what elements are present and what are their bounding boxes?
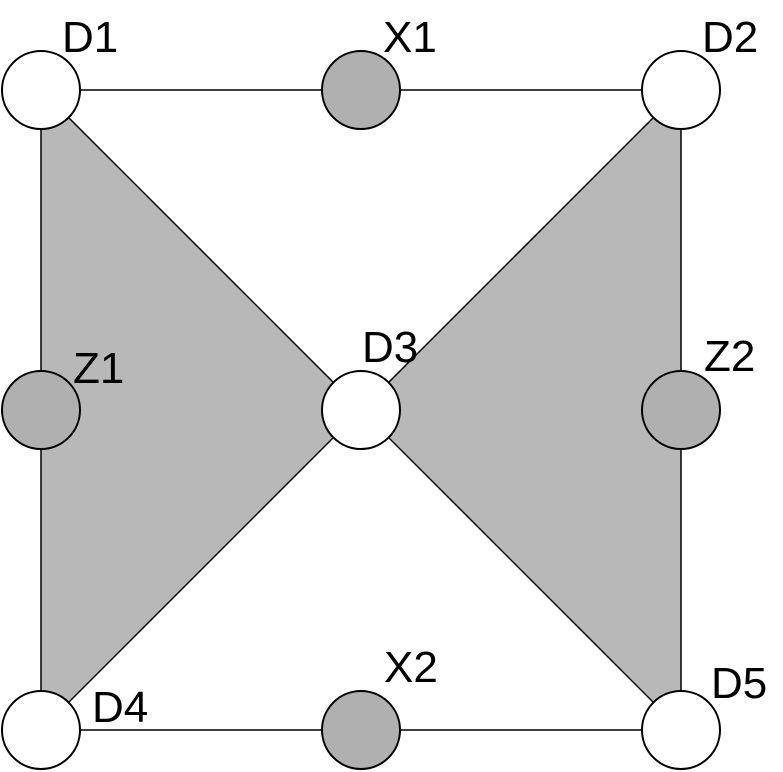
node-z1 <box>1 370 81 450</box>
edge-d3-d4 <box>40 409 362 731</box>
node-label-z1: Z1 <box>73 344 124 393</box>
node-x2 <box>321 690 401 770</box>
edge-d2-d3 <box>360 89 682 411</box>
node-label-d2: D2 <box>702 13 758 62</box>
edge-d1-d3 <box>40 89 362 411</box>
node-label-d3: D3 <box>362 323 418 372</box>
node-label-d1: D1 <box>62 13 118 62</box>
node-d3 <box>321 370 401 450</box>
nodes <box>1 50 721 770</box>
node-label-x1: X1 <box>383 13 437 62</box>
node-label-x2: X2 <box>384 643 438 692</box>
shaded-region-d2-d3-d5 <box>361 90 681 730</box>
node-z2 <box>641 370 721 450</box>
node-d2 <box>641 50 721 130</box>
node-d1 <box>1 50 81 130</box>
shaded-region-d1-d3-d4 <box>41 90 361 730</box>
edges <box>40 89 682 731</box>
node-label-z2: Z2 <box>704 332 755 381</box>
edge-d3-d5 <box>360 409 682 731</box>
node-label-d4: D4 <box>92 683 148 732</box>
node-d5 <box>641 690 721 770</box>
node-x1 <box>321 50 401 130</box>
node-label-d5: D5 <box>711 659 767 708</box>
shaded-regions <box>41 90 681 730</box>
node-d4 <box>1 690 81 770</box>
